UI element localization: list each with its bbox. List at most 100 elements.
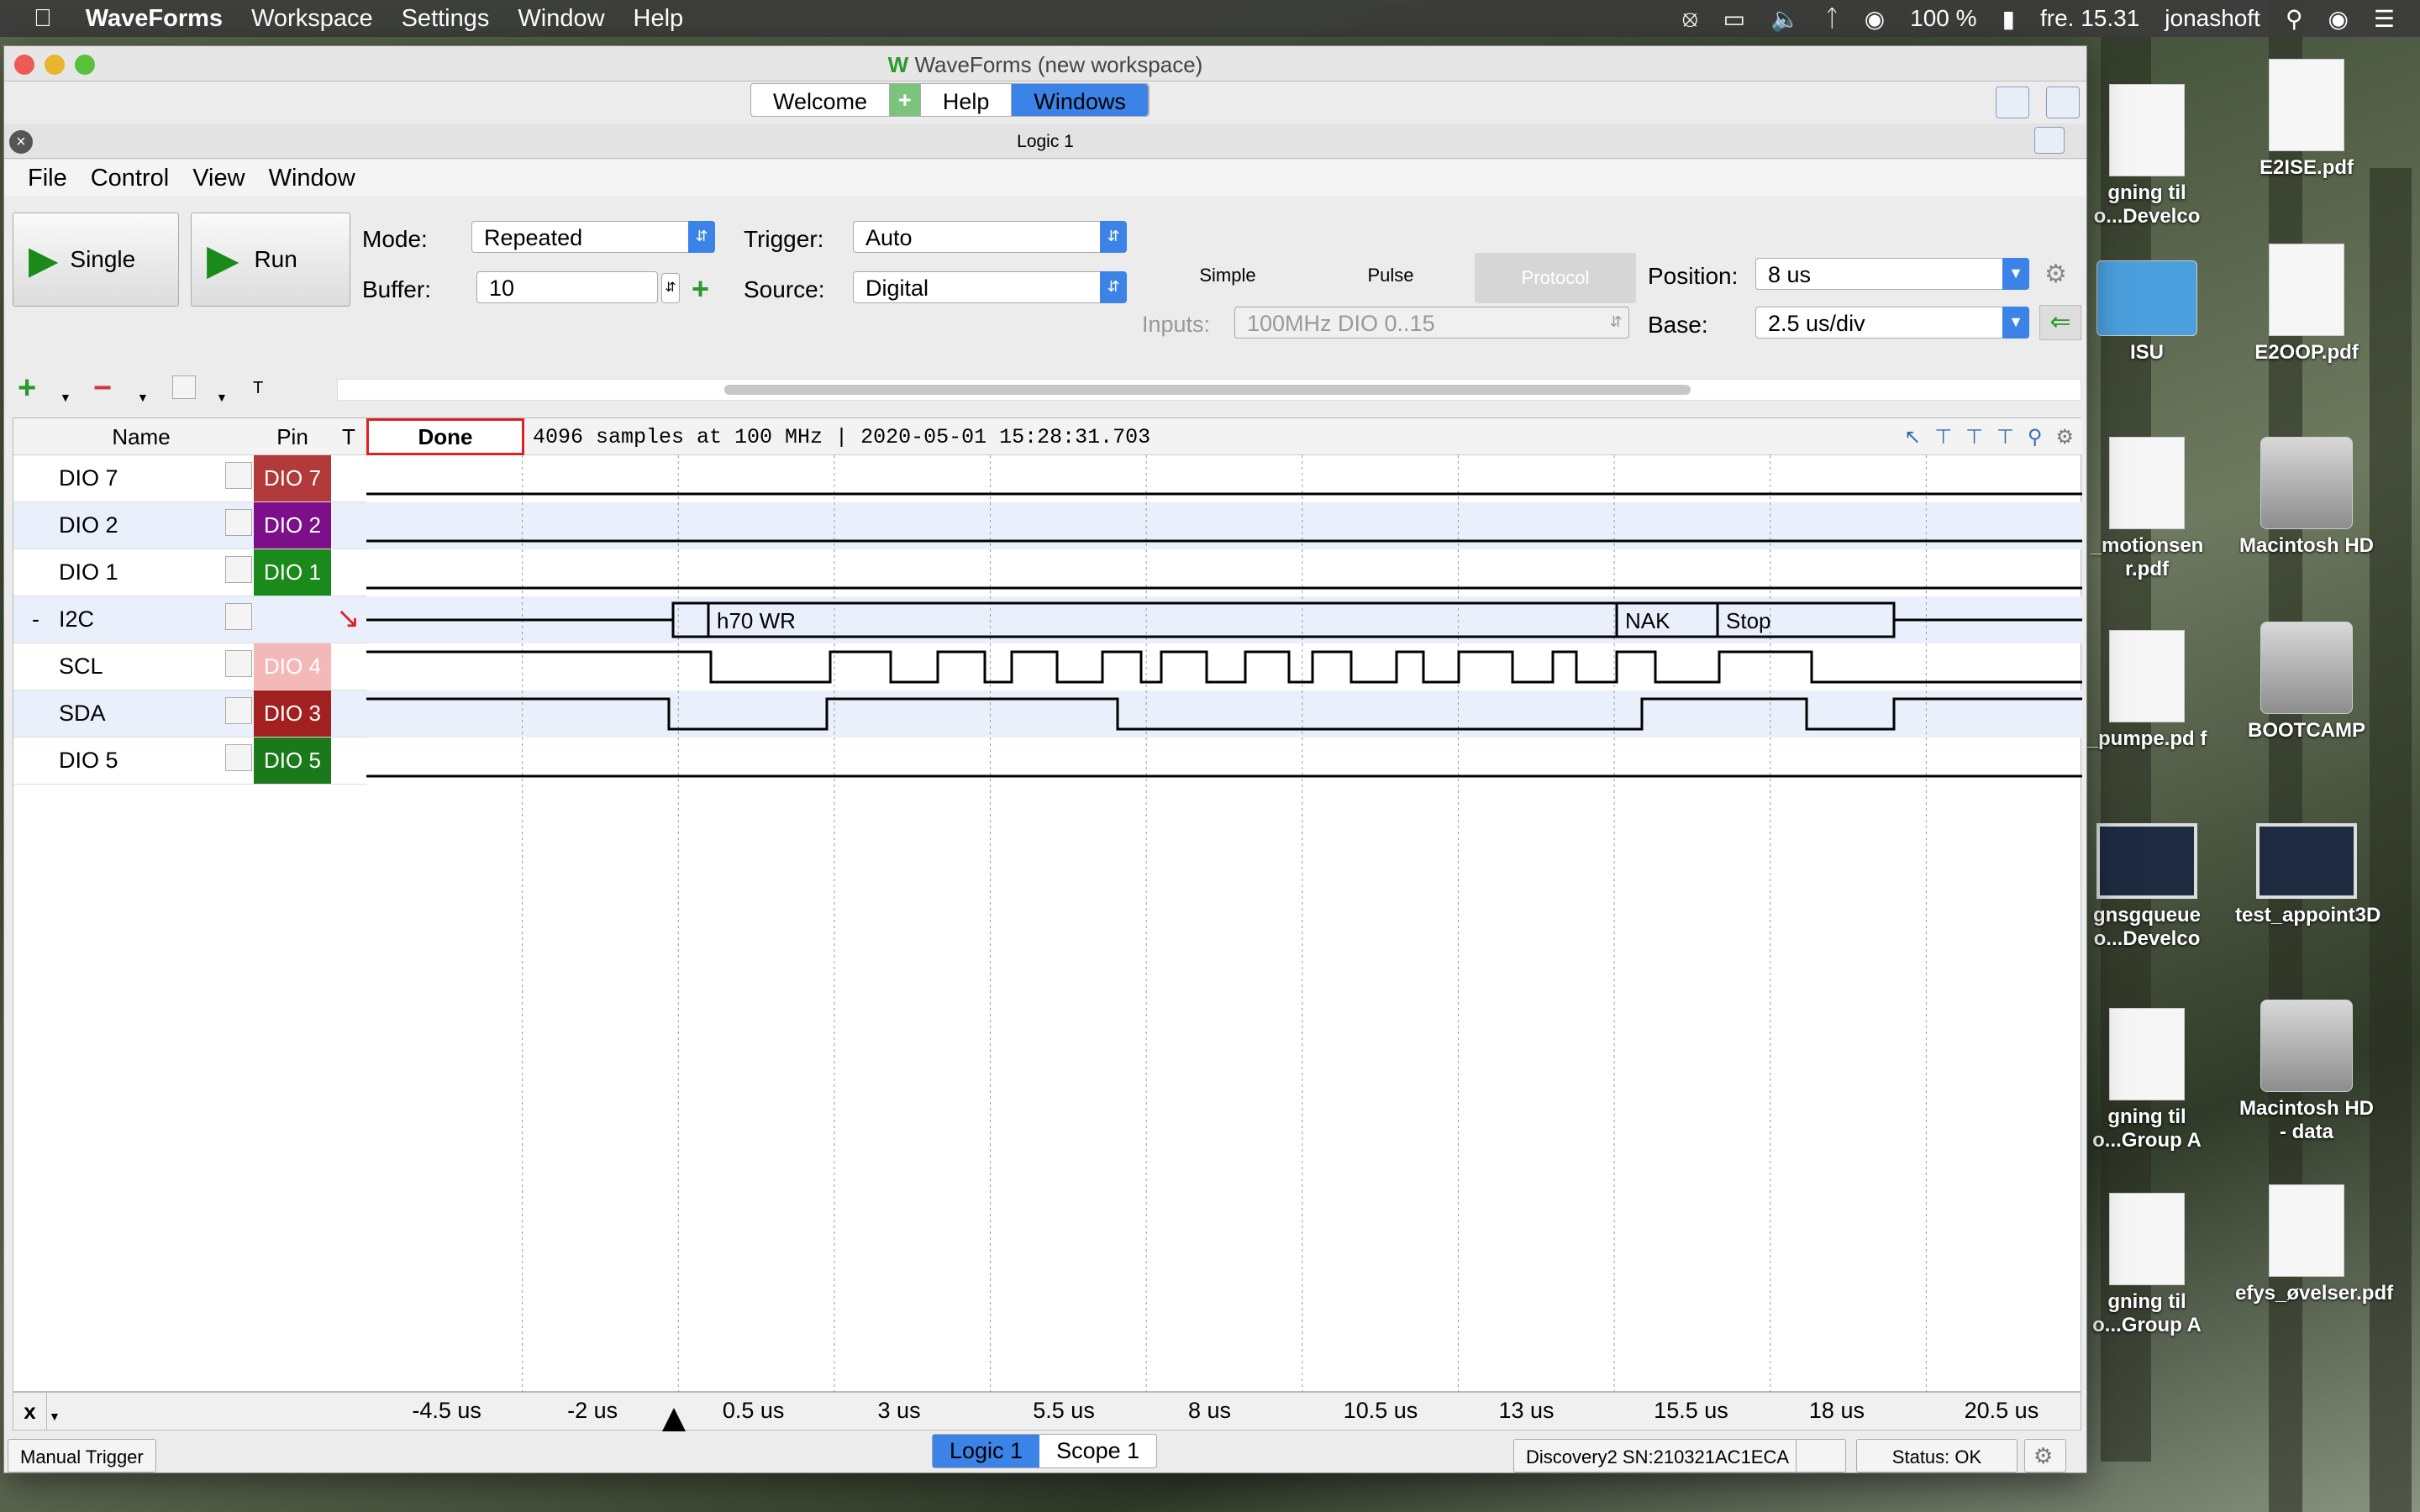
menu-settings[interactable]: Settings [382, 4, 490, 32]
channel-row[interactable]: DIO 1 DIO 1 [13, 549, 366, 596]
tab-welcome[interactable]: Welcome [751, 84, 891, 116]
edit-chevron-down-icon[interactable]: ▼ [216, 391, 228, 404]
inputs-select[interactable]: 100MHz DIO 0..15⇵ [1234, 307, 1629, 339]
channel-edit-icon[interactable] [225, 650, 252, 677]
desktop-file[interactable]: gnsgqueue o...Develco [2075, 823, 2218, 951]
user-name[interactable]: jonashoft [2165, 5, 2260, 31]
siri-icon[interactable]: ◉ [2328, 5, 2349, 32]
tab-help[interactable]: Help [921, 84, 1013, 116]
channel-pin[interactable]: DIO 1 [254, 549, 331, 596]
manual-trigger-button[interactable]: Manual Trigger [8, 1439, 156, 1473]
channel-row[interactable]: DIO 5 DIO 5 [13, 738, 366, 785]
tab-scope-1[interactable]: Scope 1 [1056, 1438, 1140, 1463]
plot-area[interactable]: Done 4096 samples at 100 MHz | 2020-05-0… [366, 418, 2082, 1393]
menu-workspace[interactable]: Workspace [233, 4, 373, 32]
source-select[interactable]: Digital⇵ [853, 271, 1127, 303]
channel-name[interactable]: DIO 2 [59, 512, 118, 538]
view-settings-gear-icon[interactable]: ⚙ [2055, 426, 2074, 449]
menu-help[interactable]: Help [614, 4, 684, 32]
device-info[interactable]: Discovery2 SN:210321AC1ECA [1513, 1439, 1802, 1473]
desktop-file[interactable]: _pumpe.pd f [2075, 630, 2218, 751]
cursor-tool-icon[interactable]: ↖ [1904, 426, 1922, 449]
run-button[interactable]: ▶ Run [191, 213, 350, 307]
menu-file[interactable]: File [28, 164, 67, 192]
channel-pin[interactable]: DIO 3 [254, 690, 331, 737]
tab-logic-1[interactable]: Logic 1 [933, 1435, 1040, 1467]
cascade-windows-icon[interactable] [1996, 87, 2029, 118]
channel-pin[interactable]: DIO 5 [254, 738, 331, 784]
trigger-arrow-icon[interactable]: ↘ [336, 602, 360, 634]
desktop-file[interactable]: E2OOP.pdf [2235, 244, 2378, 365]
desktop-drive[interactable]: Macintosh HD [2235, 437, 2378, 558]
desktop-file[interactable]: efys_øvelser.pdf [2235, 1184, 2393, 1305]
align-left-icon[interactable]: ⊤ [1934, 426, 1953, 449]
channel-row[interactable]: SCL DIO 4 [13, 643, 366, 690]
wifi-icon[interactable]: ◉ [1864, 5, 1886, 32]
add-chevron-down-icon[interactable]: ▼ [60, 391, 71, 404]
volume-icon[interactable]: 🔈 [1770, 5, 1800, 32]
channel-edit-icon[interactable] [225, 509, 252, 536]
channel-edit-icon[interactable] [225, 697, 252, 724]
spotlight-search-icon[interactable]: ⚲ [2285, 5, 2303, 32]
edit-channel-icon[interactable] [172, 375, 196, 399]
tab-windows[interactable]: Windows [1012, 84, 1149, 116]
channel-name[interactable]: SCL [59, 654, 103, 679]
menu-window-instr[interactable]: Window [268, 164, 355, 192]
align-right-icon[interactable]: ⊤ [1996, 426, 2014, 449]
desktop-drive[interactable]: BOOTCAMP [2235, 622, 2378, 743]
horizontal-scrollbar[interactable] [337, 379, 2081, 401]
mode-select[interactable]: Repeated⇵ [471, 221, 715, 253]
add-channel-plus-icon[interactable]: + [18, 370, 37, 406]
desktop-file[interactable]: gning til o...Group A [2075, 1193, 2218, 1337]
menu-window[interactable]: Window [499, 4, 604, 32]
channel-name[interactable]: SDA [59, 701, 106, 726]
close-window-button[interactable] [14, 55, 34, 75]
desktop-file[interactable]: E2ISE.pdf [2235, 59, 2378, 180]
status-settings-gear-icon[interactable]: ⚙ [2024, 1439, 2066, 1473]
base-input[interactable]: 2.5 us/div▼ [1755, 307, 2029, 339]
zoom-icon[interactable]: ⚲ [2027, 426, 2043, 449]
settings-gear-icon[interactable]: ⚙ [2044, 260, 2067, 288]
add-buffer-plus-icon[interactable]: + [692, 271, 710, 306]
simple-trigger-tab[interactable]: Simple [1199, 265, 1256, 286]
scrollbar-thumb[interactable] [724, 385, 1691, 395]
bluetooth-icon[interactable]: ᛏ [1824, 5, 1839, 31]
channel-name[interactable]: DIO 5 [59, 748, 118, 773]
channel-pin[interactable]: DIO 4 [254, 643, 331, 690]
mute-notifications-icon[interactable]: ⦻ [1682, 4, 1698, 31]
pulse-trigger-tab[interactable]: Pulse [1367, 265, 1414, 286]
trigger-header[interactable]: T [331, 418, 366, 455]
menu-control[interactable]: Control [90, 164, 170, 192]
channel-edit-icon[interactable] [225, 462, 252, 489]
tile-windows-icon[interactable] [2046, 87, 2080, 118]
name-header[interactable]: Name [59, 418, 224, 455]
desktop-file[interactable]: gning til o...Group A [2075, 1008, 2218, 1152]
channel-edit-icon[interactable] [225, 603, 252, 630]
battery-icon[interactable]: ▮ [2002, 5, 2015, 32]
desktop-drive[interactable]: Macintosh HD - data [2235, 1000, 2378, 1144]
trigger-select[interactable]: Auto⇵ [853, 221, 1127, 253]
align-center-icon[interactable]: ⊤ [1965, 426, 1983, 449]
single-button[interactable]: ▶ Single [13, 213, 179, 307]
close-instrument-icon[interactable]: × [9, 130, 33, 154]
zoom-window-button[interactable] [75, 55, 95, 75]
trigger-column-toggle-icon[interactable]: T [253, 379, 264, 397]
channel-pin[interactable]: DIO 2 [254, 502, 331, 549]
channel-row[interactable]: SDA DIO 3 [13, 690, 366, 738]
menu-view[interactable]: View [192, 164, 245, 192]
desktop-folder[interactable]: ISU [2075, 260, 2218, 365]
channel-name[interactable]: DIO 1 [59, 559, 118, 585]
position-input[interactable]: 8 us▼ [1755, 258, 2029, 290]
channel-name[interactable]: I2C [59, 606, 95, 632]
device-chip-icon[interactable] [1796, 1439, 1846, 1473]
axis-x-button[interactable]: x [13, 1393, 47, 1430]
trigger-position-marker[interactable] [662, 1408, 686, 1431]
protocol-trigger-tab[interactable]: Protocol [1475, 253, 1636, 303]
battery-percent[interactable]: 100 % [1910, 5, 1977, 31]
channel-edit-icon[interactable] [225, 556, 252, 583]
pin-header[interactable]: Pin [254, 418, 331, 455]
channel-edit-icon[interactable] [225, 744, 252, 771]
desktop-file[interactable]: _motionsen r.pdf [2075, 437, 2218, 581]
